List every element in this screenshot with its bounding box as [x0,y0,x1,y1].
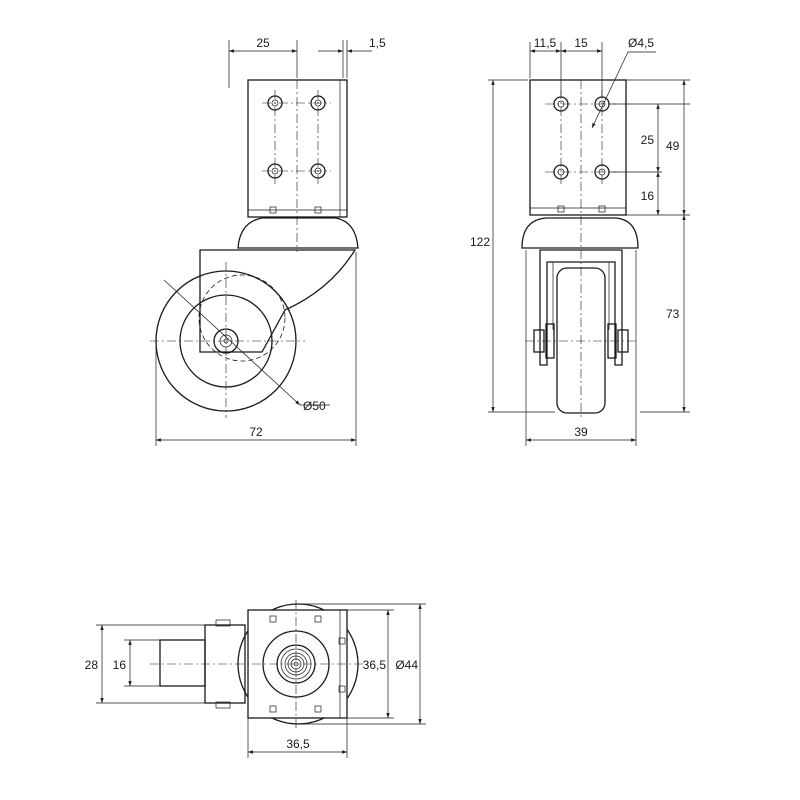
front-dim-wheel-height: 73 [666,307,680,321]
svg-text:Ø50: Ø50 [303,399,326,413]
front-view: 11,5 15 Ø4,5 25 16 49 73 [470,36,690,446]
side-fork [199,249,357,353]
svg-text:25: 25 [641,133,655,147]
svg-text:122: 122 [470,235,490,249]
svg-text:11,5: 11,5 [534,36,557,50]
svg-text:49: 49 [666,139,680,153]
top-dim-width-16: 16 [113,658,127,672]
front-dim-hole-spacing-h: 15 [574,36,588,50]
side-dim-plate-thickness: 1,5 [369,36,386,50]
svg-text:36,5: 36,5 [286,737,310,751]
svg-text:Ø4,5: Ø4,5 [628,36,654,50]
top-dim-length: 36,5 [286,737,310,751]
front-dim-total-height: 122 [470,235,490,249]
front-dim-hole-spacing-v: 25 [641,133,655,147]
front-mounting-plate [529,79,627,216]
front-dim-width: 39 [574,425,588,439]
top-dim-depth: 36,5 [363,658,387,672]
front-dim-hole-diameter: Ø4,5 [628,36,654,50]
side-mounting-plate [247,79,348,218]
svg-text:73: 73 [666,307,680,321]
side-swivel-base [237,217,359,249]
svg-text:15: 15 [574,36,588,50]
svg-text:28: 28 [85,658,99,672]
svg-text:39: 39 [574,425,588,439]
side-view: Ø50 25 1,5 72 [150,36,386,446]
side-dim-wheel-diameter: Ø50 [303,399,326,413]
svg-text:72: 72 [249,425,263,439]
front-dim-hole-offset: 11,5 [534,36,557,50]
side-dim-overall-length: 72 [249,425,263,439]
svg-text:16: 16 [113,658,127,672]
front-swivel-base [521,217,639,249]
side-plate-holes [262,90,331,214]
svg-text:Ø44: Ø44 [395,658,418,672]
svg-text:1,5: 1,5 [369,36,386,50]
svg-text:25: 25 [256,36,270,50]
svg-text:36,5: 36,5 [363,658,387,672]
front-dim-hole-bottom: 16 [641,189,655,203]
front-dim-plate-height: 49 [666,139,680,153]
front-fork [539,249,623,366]
side-dim-bracket-width: 25 [256,36,270,50]
top-view: 28 16 36,5 Ø44 36,5 [85,600,426,758]
top-dim-diameter: Ø44 [395,658,418,672]
top-stem [159,639,206,687]
svg-text:16: 16 [641,189,655,203]
top-dim-width-28: 28 [85,658,99,672]
